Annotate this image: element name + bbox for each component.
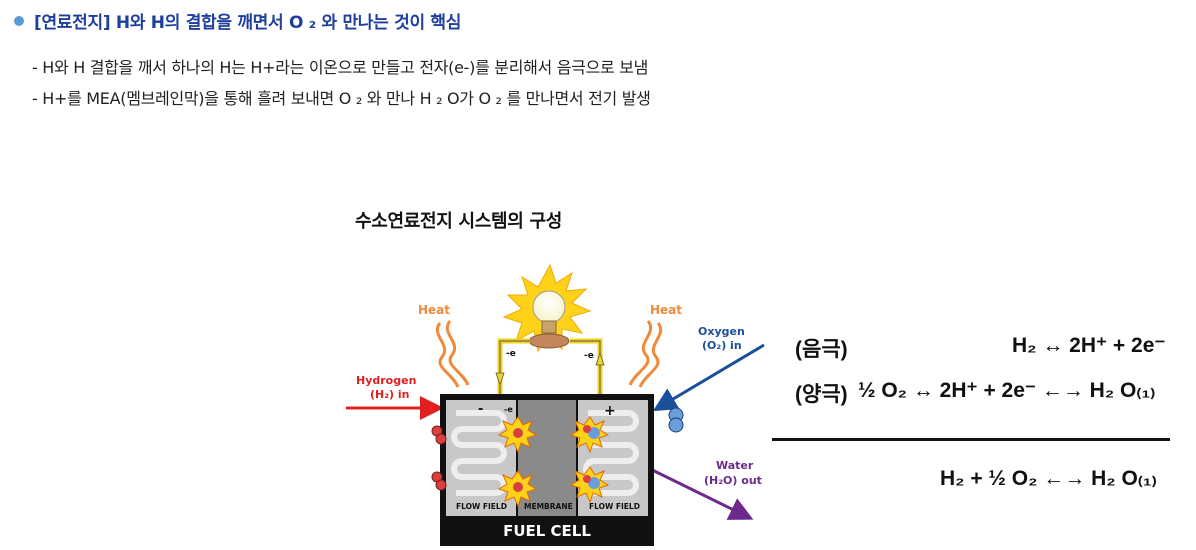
- headline-text: [연료전지] H와 H의 결합을 깨면서 O ₂ 와 만나는 것이 핵심: [34, 13, 462, 33]
- diagram-title: 수소연료전지 시스템의 구성: [355, 211, 563, 232]
- water-arrow: [637, 461, 754, 520]
- cathode-label: (양극): [795, 383, 848, 406]
- electron-label-inside: -e: [504, 405, 513, 414]
- oxygen-label: Oxygen: [698, 325, 745, 338]
- net-equation: H₂ + ½ O₂ ←→ H₂ O₍₁₎: [940, 467, 1157, 490]
- explanation-line-1: - H와 H 결합을 깨서 하나의 H는 H+라는 이온으로 만들고 전자(e-…: [32, 58, 649, 77]
- heat-waves-left: [436, 320, 470, 388]
- heat-label-right: Heat: [650, 303, 682, 317]
- oxygen-arrow: [652, 343, 765, 412]
- heat-label-left: Heat: [418, 303, 450, 317]
- fuel-cell-diagram: -e -e Heat Heat Hydrogen (H₂) in Oxygen …: [346, 263, 765, 546]
- heat-waves-right: [628, 320, 662, 388]
- minus-terminal: -: [478, 402, 483, 417]
- water-label: Water: [716, 459, 754, 472]
- flow-field-label-left: FLOW FIELD: [456, 502, 507, 511]
- hydrogen-molecule-icons: [431, 425, 447, 491]
- bullet-icon: [14, 15, 24, 26]
- anode-label: (음극): [795, 338, 848, 361]
- plus-terminal: +: [604, 403, 616, 419]
- electron-label-left: -e: [506, 349, 516, 359]
- explanation-line-2: - H+를 MEA(멤브레인막)을 통해 흘려 보내면 O ₂ 와 만나 H ₂…: [32, 89, 651, 108]
- anode-equation: H₂ ↔ 2H⁺ + 2e⁻: [1012, 334, 1166, 357]
- reaction-burst-icons: [497, 416, 610, 508]
- hydrogen-in-label: (H₂) in: [370, 388, 410, 401]
- oxygen-molecule-icon: [668, 407, 684, 433]
- water-out-label: (H₂O) out: [704, 474, 762, 487]
- oxygen-in-label: (O₂) in: [702, 339, 742, 352]
- membrane-label: MEMBRANE: [524, 502, 573, 511]
- fuel-cell-label: FUEL CELL: [503, 522, 591, 540]
- equation-divider: [772, 438, 1170, 441]
- electron-label-right: -e: [584, 351, 594, 361]
- flow-field-label-right: FLOW FIELD: [589, 502, 640, 511]
- headline: [연료전지] H와 H의 결합을 깨면서 O ₂ 와 만나는 것이 핵심: [14, 8, 461, 33]
- light-bulb-icon: [502, 263, 592, 353]
- hydrogen-label: Hydrogen: [356, 374, 416, 387]
- cathode-equation: ½ O₂ ↔ 2H⁺ + 2e⁻ ←→ H₂ O₍₁₎: [858, 379, 1156, 402]
